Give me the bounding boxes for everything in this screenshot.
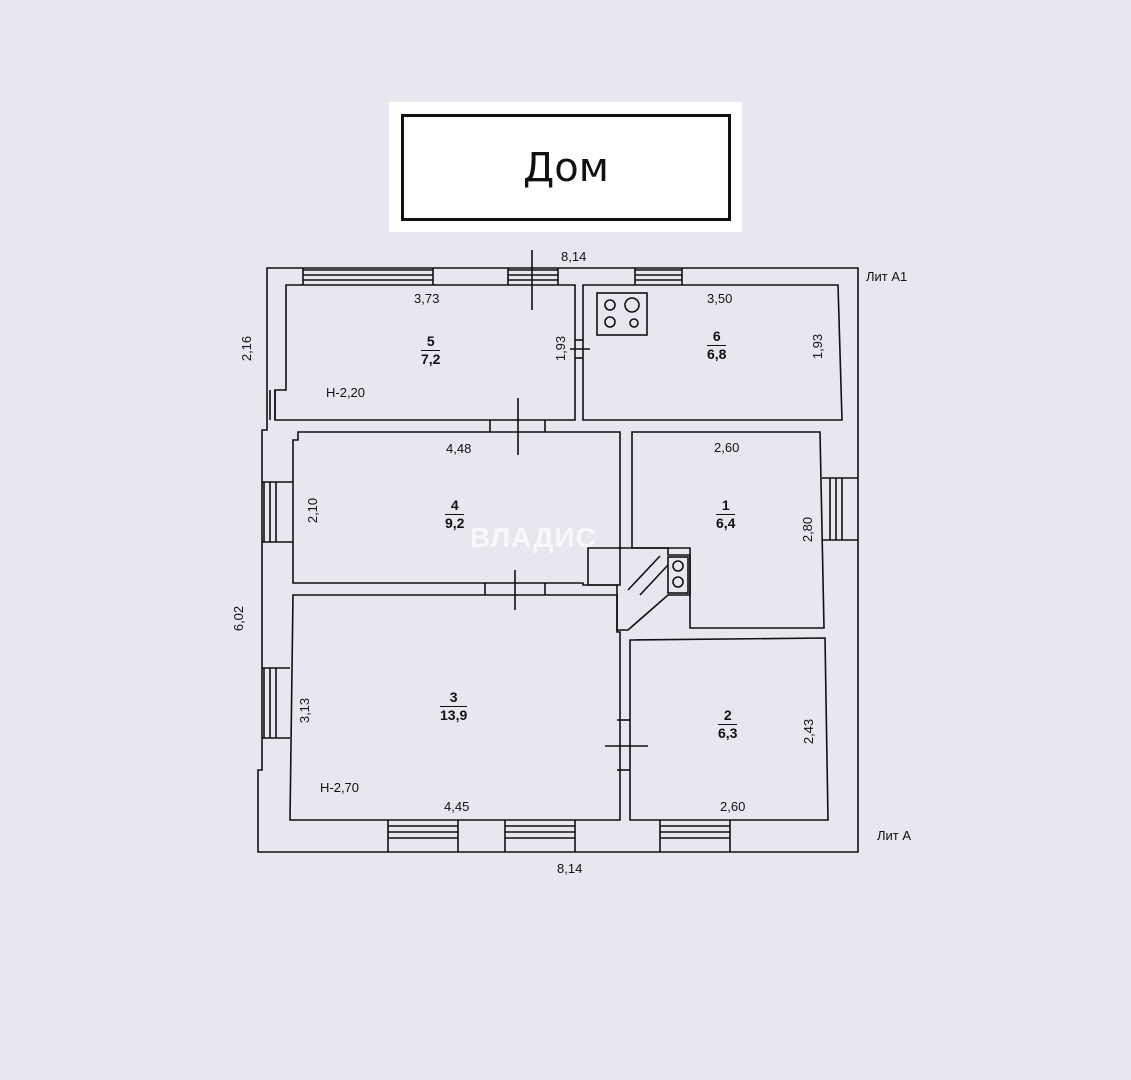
door-5-4 — [489, 398, 546, 455]
window-bottom-left — [387, 820, 459, 852]
lit-a1-label: Лит А1 — [866, 269, 908, 284]
dim-left-total: 6,02 — [231, 605, 247, 632]
room-number: 5 — [421, 333, 441, 352]
room-number: 3 — [440, 689, 468, 708]
room-1-label: 1 6,4 — [716, 497, 736, 532]
dim-room3-width: 4,45 — [444, 799, 470, 814]
dim-room5-width: 3,73 — [414, 291, 440, 306]
window-left-middle — [262, 481, 293, 543]
room-4-outline — [292, 431, 621, 586]
room-area: 9,2 — [445, 515, 465, 532]
dim-left-upper: 2,16 — [239, 335, 255, 362]
watermark: ВЛАДИС — [470, 522, 597, 553]
ceiling-height-a1: Н-2,20 — [326, 385, 366, 400]
dim-room6-height: 1,93 — [810, 333, 826, 360]
title-panel: Дом — [389, 102, 742, 232]
window-right — [822, 477, 858, 541]
room-number: 1 — [716, 497, 736, 516]
room-area: 6,8 — [707, 346, 727, 363]
room-number: 4 — [445, 497, 465, 516]
window-top-left — [302, 268, 434, 285]
dim-top-total: 8,14 — [561, 249, 587, 264]
oven-icon — [587, 547, 691, 631]
window-left-lower — [262, 667, 290, 739]
room-area: 6,4 — [716, 515, 736, 532]
title-box: Дом — [401, 114, 731, 221]
window-top-center — [507, 268, 559, 285]
dim-bottom-total: 8,14 — [557, 861, 583, 876]
room-area: 6,3 — [718, 725, 738, 742]
room-6-label: 6 6,8 — [707, 328, 727, 363]
room-3-label: 3 13,9 — [440, 689, 468, 724]
page-title: Дом — [523, 144, 609, 191]
lit-a-label: Лит А — [877, 828, 912, 843]
room-6-outline — [582, 284, 843, 421]
room-5-label: 5 7,2 — [421, 333, 441, 368]
room-area: 13,9 — [440, 707, 468, 724]
room-number: 6 — [707, 328, 727, 347]
dim-room5-height: 1,93 — [553, 335, 569, 362]
door-5-6 — [570, 339, 590, 359]
window-left-upper — [269, 390, 276, 420]
room-2-outline — [629, 637, 829, 821]
dim-room2-width: 2,60 — [720, 799, 746, 814]
dim-room4-height: 2,10 — [305, 497, 321, 524]
room-number: 2 — [718, 707, 738, 726]
room-area: 7,2 — [421, 351, 441, 368]
room-4-label: 4 9,2 — [445, 497, 465, 532]
door-3-2 — [605, 719, 648, 771]
dim-room6-width: 3,50 — [707, 291, 733, 306]
ceiling-height-a: Н-2,70 — [320, 780, 360, 795]
window-top-right — [634, 268, 683, 285]
dim-room1-height: 2,80 — [800, 516, 816, 543]
dim-room2-height: 2,43 — [801, 718, 817, 745]
window-bottom-right — [659, 820, 731, 852]
room-2-label: 2 6,3 — [718, 707, 738, 742]
dim-room3-height: 3,13 — [297, 697, 313, 724]
dim-room4-width: 4,48 — [446, 441, 472, 456]
door-4-3 — [484, 570, 546, 610]
stove-icon — [596, 292, 648, 336]
dim-room1-width: 2,60 — [714, 440, 740, 455]
outer-wall-outline — [257, 267, 859, 853]
window-bottom-center — [504, 820, 576, 852]
